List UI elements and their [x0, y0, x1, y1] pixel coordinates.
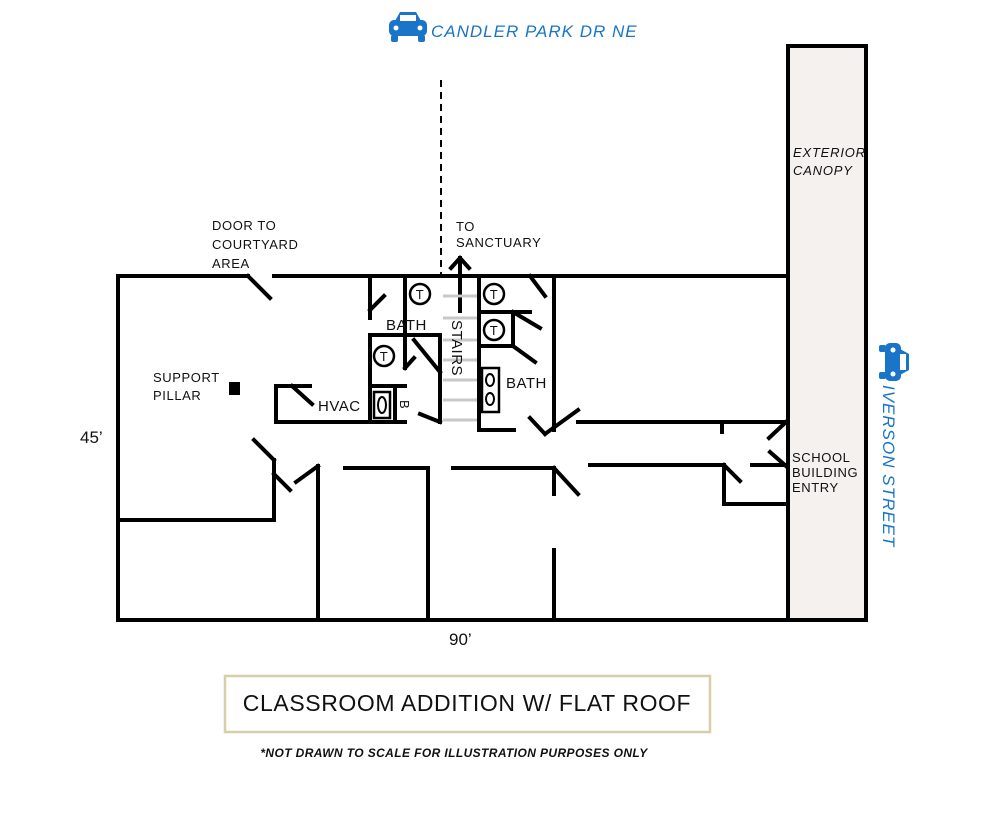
toilet-icon: T [482, 282, 506, 306]
b-label: B [397, 400, 412, 409]
scale-disclaimer: *NOT DRAWN TO SCALE FOR ILLUSTRATION PUR… [260, 746, 648, 760]
door-courtyard-label-3: AREA [212, 256, 250, 271]
canopy-label-1: EXTERIOR [793, 145, 866, 160]
school-entry-label-3: ENTRY [792, 480, 839, 495]
svg-text:T: T [416, 287, 425, 302]
bath-right-label: BATH [506, 375, 547, 392]
core-walls [274, 273, 581, 437]
canopy-label-2: CANOPY [793, 163, 853, 178]
support-pillar-label-1: SUPPORT [153, 370, 220, 385]
to-sanctuary-label-1: TO [456, 219, 475, 234]
sink-icon [372, 390, 392, 420]
dimension-width-label: 90’ [449, 630, 472, 649]
door-courtyard-swing [245, 273, 273, 301]
to-sanctuary-label-2: SANCTUARY [456, 235, 541, 250]
street-top-label: CANDLER PARK DR NE [431, 22, 638, 41]
stairs [443, 294, 477, 422]
svg-text:T: T [380, 349, 389, 364]
toilet-icon: T [482, 318, 506, 342]
arrow-up-icon [448, 255, 472, 313]
title-box [223, 674, 712, 734]
diagram-title: CLASSROOM ADDITION W/ FLAT ROOF [243, 690, 691, 716]
toilet-icon: T [372, 344, 396, 368]
school-entry-label-2: BUILDING [792, 465, 858, 480]
svg-text:T: T [490, 287, 499, 302]
sink-icon [480, 366, 501, 414]
dimension-height-label: 45’ [80, 428, 103, 447]
street-right-label: IVERSON STREET [879, 385, 898, 548]
bath-left-label: BATH [386, 317, 427, 334]
support-pillar [229, 382, 240, 395]
exterior-canopy [786, 44, 868, 622]
car-icon-top [389, 12, 427, 42]
door-courtyard-label-2: COURTYARD [212, 237, 299, 252]
door-courtyard-label-1: DOOR TO [212, 218, 276, 233]
school-entry-label-1: SCHOOL [792, 450, 851, 465]
car-icon-right [879, 343, 909, 381]
toilet-icon: T [408, 282, 432, 306]
support-pillar-label-2: PILLAR [153, 388, 201, 403]
stairs-label: STAIRS [448, 320, 465, 376]
hvac-label: HVAC [318, 398, 361, 415]
svg-text:T: T [490, 323, 499, 338]
classroom-walls [116, 419, 790, 622]
